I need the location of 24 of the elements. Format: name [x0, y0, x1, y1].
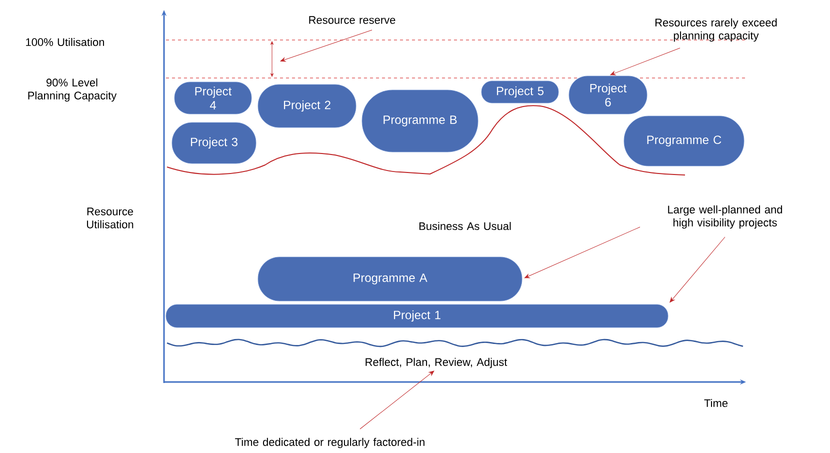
leader-arrow	[670, 236, 726, 303]
leader-arrow	[360, 370, 434, 430]
axis-label: Time	[704, 398, 728, 408]
callout-text: Time dedicated or regularly factored-in	[235, 438, 424, 448]
programme-box: Programme C	[624, 116, 744, 166]
project-box: Project 3	[172, 122, 256, 164]
leader-arrow	[280, 30, 372, 62]
axis-label: Business As Usual	[419, 222, 511, 230]
leader-arrow	[524, 226, 640, 278]
callout-text: Resources rarely exceed planning capacity	[655, 18, 777, 42]
callout-text: Resource reserve	[309, 16, 396, 24]
axis-label: 100% Utilisation	[26, 38, 104, 46]
axis-label: 90% Level Planning Capacity	[28, 78, 117, 102]
project-box: Project 5	[481, 80, 559, 104]
leader-arrow	[610, 48, 680, 76]
programme-box: Programme B	[362, 90, 478, 152]
project-box: Project 1	[166, 304, 668, 328]
project-box: Project 2	[258, 84, 356, 128]
project-box: Project 6	[568, 76, 648, 114]
activity-text: Reflect, Plan, Review, Adjust	[366, 358, 508, 368]
project-box: Project 4	[174, 82, 252, 114]
programme-box: Programme A	[258, 256, 522, 302]
axis-label: Resource Utilisation	[87, 208, 134, 228]
callout-text: Large well-planned and high visibility projects	[668, 205, 782, 229]
